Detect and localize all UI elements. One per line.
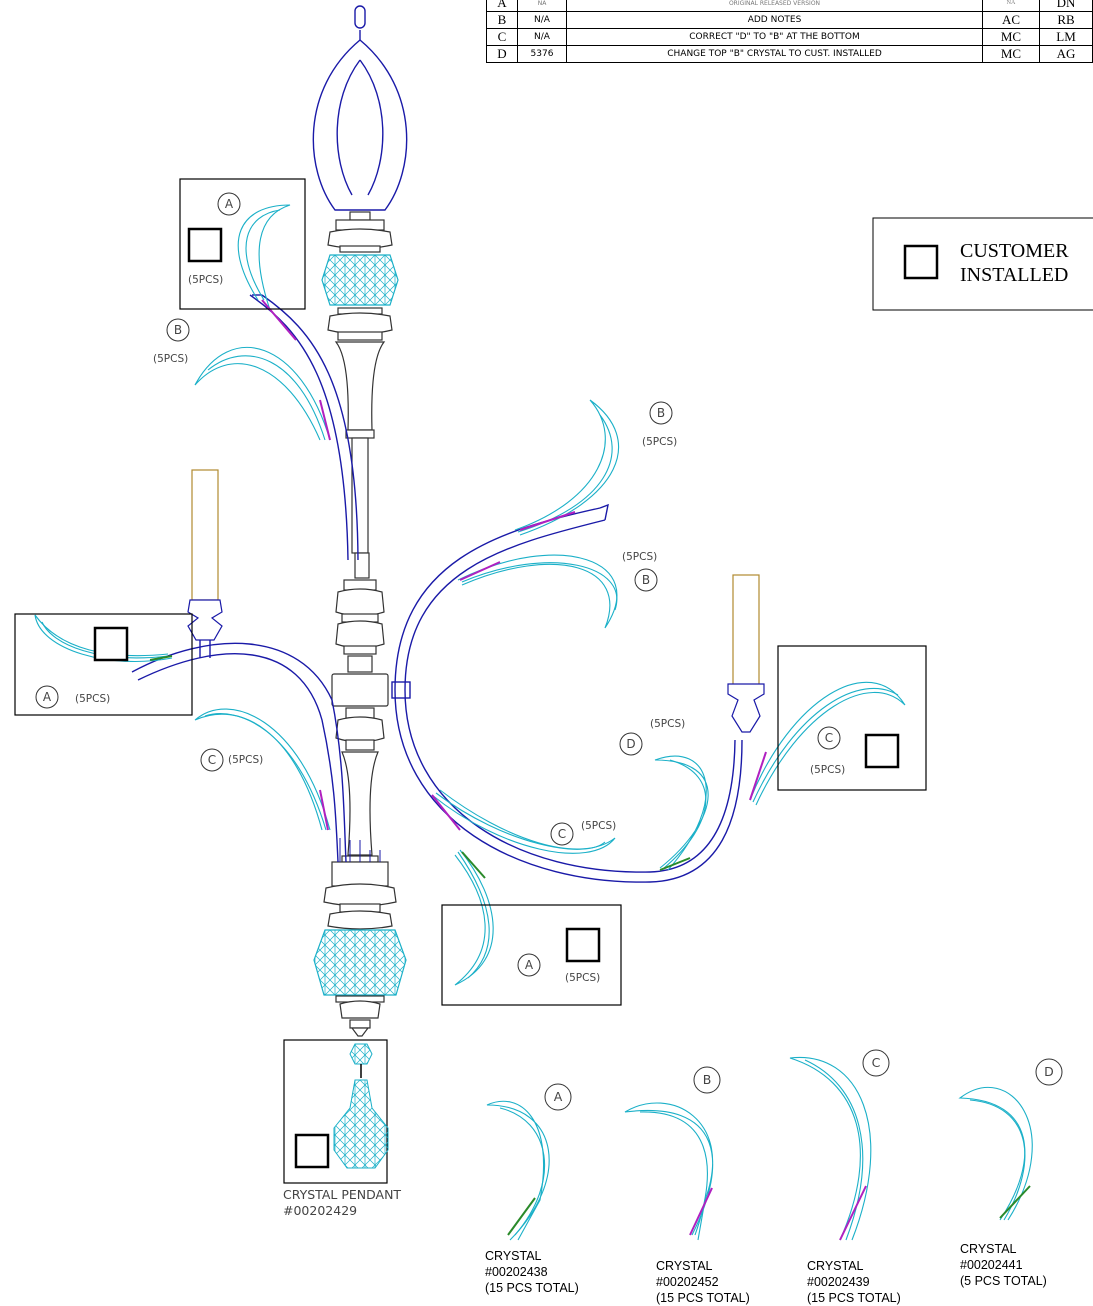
crystal-b-name: CRYSTAL [656, 1259, 713, 1273]
crystal-details [486, 1056, 1033, 1241]
crystal-a-name: CRYSTAL [485, 1249, 542, 1263]
crystal-b-quantity: (15 PCS TOTAL) [656, 1291, 750, 1305]
callout-c-right: C [825, 731, 833, 745]
qty-label: (5PCS) [153, 353, 188, 365]
callout-a-top: A [225, 197, 234, 211]
rev-by: AC [982, 11, 1040, 29]
crystal-b-detail [624, 1102, 714, 1241]
crystal-d-name: CRYSTAL [960, 1242, 1017, 1256]
callout-b-right-mid: B [642, 573, 650, 587]
detail-callout-d: D [1044, 1064, 1054, 1079]
callout-c-left: C [208, 753, 216, 767]
crystal-a-quantity: (15 PCS TOTAL) [485, 1281, 579, 1295]
callout-b-right-upper: B [657, 406, 665, 420]
callout-a-left: A [43, 690, 52, 704]
candles [187, 469, 765, 733]
arms [131, 294, 743, 883]
crystal-c-quantity: (15 PCS TOTAL) [807, 1291, 901, 1305]
callout-c-bottom: C [558, 827, 566, 841]
crystals [34, 204, 906, 986]
callout-d: D [626, 737, 635, 751]
revision-row: B N/A ADD NOTES AC RB [486, 11, 1093, 29]
rev-approved: LM [1039, 28, 1093, 46]
stem-pins [339, 838, 381, 862]
legend: CUSTOMER INSTALLED [872, 217, 1093, 311]
detail-callout-a: A [554, 1089, 563, 1104]
callouts [35, 192, 841, 977]
rev-approved: AG [1039, 45, 1093, 63]
callout-b-top: B [174, 323, 182, 337]
pendant-name: CRYSTAL PENDANT [283, 1187, 401, 1202]
crystal-d-detail [958, 1086, 1033, 1221]
qty-label: (5PCS) [650, 718, 685, 730]
stem-body [313, 211, 407, 1037]
qty-label: (5PCS) [581, 820, 616, 832]
crystal-pendant: CRYSTAL PENDANT #00202429 [283, 1039, 401, 1218]
qty-label: (5PCS) [810, 764, 845, 776]
crystal-c-name: CRYSTAL [807, 1259, 864, 1273]
crystal-a-part-number: #00202438 [485, 1265, 548, 1279]
crystal-d-part-number: #00202441 [960, 1258, 1023, 1272]
crystal-c-part-number: #00202439 [807, 1275, 870, 1289]
revision-table: A NA ORIGINAL RELEASED VERSION NA DN B N… [486, 0, 1093, 63]
qty-label: (5PCS) [565, 972, 600, 984]
legend-line-1: CUSTOMER [960, 240, 1069, 262]
legend-line-2: INSTALLED [960, 264, 1068, 286]
qty-label: (5PCS) [622, 551, 657, 563]
qty-label: (5PCS) [188, 274, 223, 286]
customer-installed-box [294, 1133, 330, 1169]
central-stem [312, 5, 408, 211]
qty-label: (5PCS) [228, 754, 263, 766]
detail-callout-b: B [703, 1072, 712, 1087]
detail-callouts [544, 1049, 1063, 1111]
install-frames [14, 178, 927, 1006]
qty-label: (5PCS) [642, 436, 677, 448]
legend-box-icon [903, 244, 939, 280]
callout-a-bottom: A [525, 958, 534, 972]
crystal-b-part-number: #00202452 [656, 1275, 719, 1289]
crystal-clasps [149, 299, 767, 879]
crystal-a-detail [486, 1100, 550, 1241]
crystal-d-quantity: (5 PCS TOTAL) [960, 1274, 1047, 1288]
install-boxes [93, 227, 900, 963]
qty-label: (5PCS) [75, 693, 110, 705]
revision-row: D 5376 CHANGE TOP "B" CRYSTAL TO CUST. I… [486, 45, 1093, 63]
detail-callout-c: C [872, 1055, 881, 1070]
crystal-c-detail [789, 1056, 872, 1241]
pendant-part-number: #00202429 [283, 1203, 357, 1218]
revision-row: C N/A CORRECT "D" TO "B" AT THE BOTTOM M… [486, 28, 1093, 46]
